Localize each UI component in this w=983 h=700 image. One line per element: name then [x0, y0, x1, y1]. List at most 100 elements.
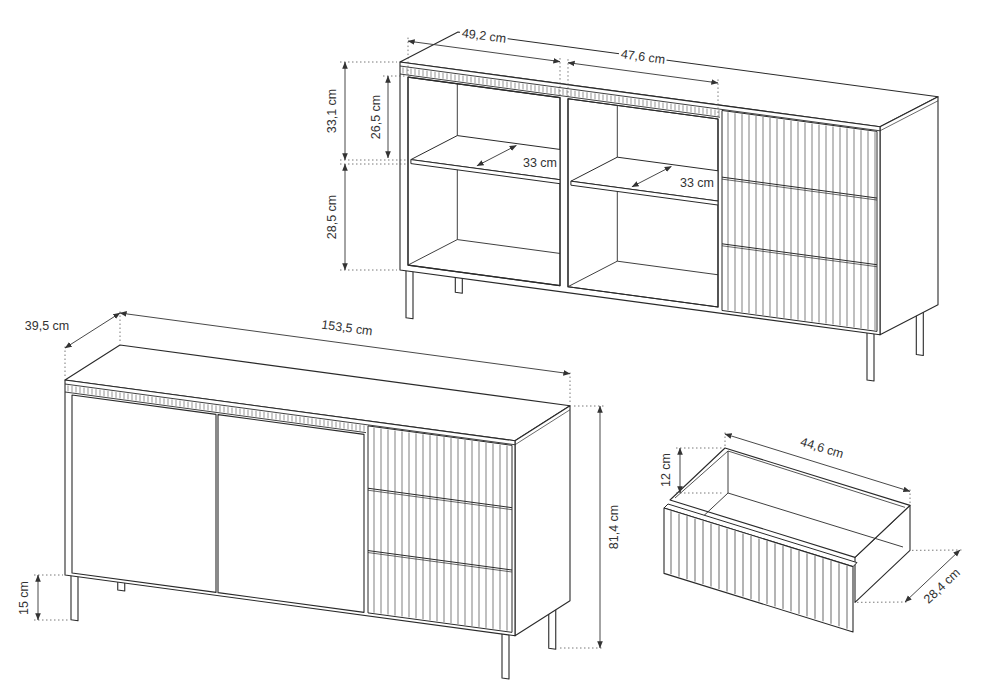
flute: [711, 524, 712, 587]
flute: [68, 385, 69, 391]
sideboard: [400, 32, 938, 381]
flute: [439, 72, 440, 78]
flute: [427, 71, 428, 77]
front-panel: [65, 380, 515, 636]
flute: [328, 421, 329, 427]
flute: [675, 104, 676, 110]
flute: [707, 108, 708, 114]
flute: [831, 561, 832, 624]
leg: [867, 327, 874, 381]
flute: [164, 398, 165, 404]
flute: [826, 126, 827, 324]
dimension-label: 44,6 cm: [797, 434, 847, 462]
flute: [812, 124, 813, 322]
furniture-line: [722, 179, 877, 200]
flute: [563, 89, 564, 95]
flute: [591, 93, 592, 99]
flute: [308, 418, 309, 424]
drawer-front: [664, 508, 853, 632]
door: [218, 415, 364, 613]
flute: [659, 102, 660, 108]
flute: [447, 73, 448, 79]
flute: [635, 99, 636, 105]
dimension-line: [408, 41, 560, 62]
flute: [132, 394, 133, 400]
flute: [419, 70, 420, 76]
furniture-line: [368, 553, 512, 572]
flute: [547, 87, 548, 93]
flute: [703, 108, 704, 114]
flute: [491, 79, 492, 85]
dimension-label: 28,5 cm: [325, 193, 339, 241]
furniture-line: [368, 488, 512, 507]
flute: [112, 391, 113, 397]
flute: [531, 85, 532, 91]
dimension-line: [632, 166, 671, 186]
flute: [465, 440, 466, 625]
flute: [486, 443, 487, 628]
flute: [854, 129, 855, 327]
flute: [364, 425, 365, 431]
extension-line: [912, 550, 964, 551]
furniture-line: [408, 240, 457, 265]
flute: [272, 413, 273, 419]
flute: [515, 83, 516, 89]
flute: [236, 408, 237, 414]
flute: [735, 531, 736, 594]
leg: [502, 628, 509, 679]
extension-line: [676, 448, 723, 449]
flute: [304, 417, 305, 423]
flute: [667, 103, 668, 109]
side-panel: [515, 406, 570, 636]
flute: [356, 424, 357, 430]
flute: [88, 388, 89, 394]
flute: [172, 399, 173, 405]
flute: [519, 83, 520, 89]
flute: [108, 391, 109, 397]
dimension-label: 12 cm: [659, 451, 673, 489]
flute: [639, 99, 640, 105]
flute: [770, 118, 771, 316]
flute: [819, 125, 820, 323]
flute: [599, 94, 600, 100]
flute: [571, 90, 572, 96]
flute: [312, 418, 313, 424]
flute: [84, 388, 85, 394]
flute: [192, 402, 193, 408]
flute: [451, 74, 452, 80]
flute: [523, 84, 524, 90]
flute: [493, 444, 494, 629]
dimension-line: [120, 313, 570, 374]
dimension-label: 33,1 cm: [325, 87, 339, 135]
furniture-line: [722, 246, 877, 267]
flute: [784, 120, 785, 318]
furniture-line: [568, 261, 617, 287]
extension-line: [857, 602, 909, 603]
flute: [124, 393, 125, 399]
extension-line: [676, 493, 723, 494]
dimension-label: 15 cm: [17, 579, 31, 617]
flute: [868, 131, 869, 329]
flute: [407, 68, 408, 74]
flute: [511, 82, 512, 88]
furniture-line: [368, 551, 512, 570]
flute: [276, 413, 277, 419]
flute: [80, 387, 81, 393]
flute: [388, 430, 389, 615]
flute: [643, 100, 644, 106]
dimension-line: [568, 63, 718, 83]
flute: [232, 408, 233, 414]
flute: [777, 119, 778, 317]
furniture-line: [718, 93, 767, 119]
extension-line: [340, 62, 397, 63]
flute: [455, 74, 456, 80]
flute: [679, 105, 680, 111]
flute: [583, 92, 584, 98]
flute: [248, 410, 249, 416]
flute: [611, 95, 612, 101]
furniture-line: [718, 281, 767, 307]
flute: [200, 403, 201, 409]
dimension-line: [388, 76, 389, 158]
flute: [875, 132, 876, 330]
flute: [409, 432, 410, 617]
